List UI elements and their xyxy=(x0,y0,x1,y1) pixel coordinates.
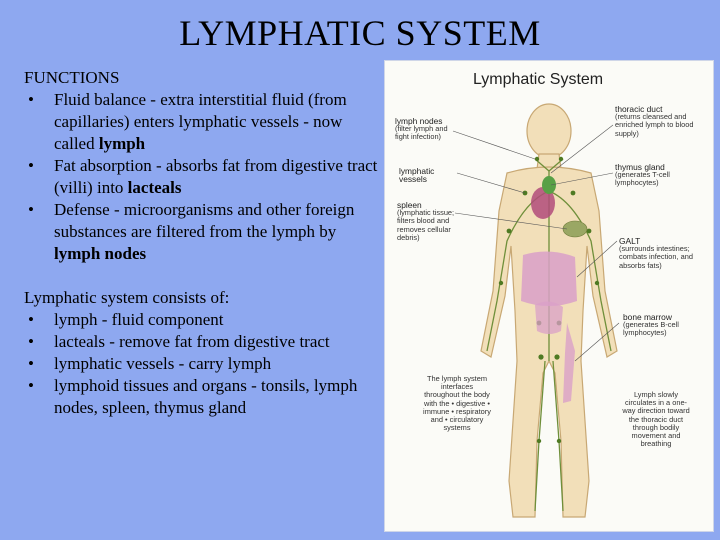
note-interfaces: The lymph system interfaces throughout t… xyxy=(423,374,491,433)
text-column: FUNCTIONS •Fluid balance - extra interst… xyxy=(24,67,382,419)
human-body-illustration xyxy=(452,103,620,518)
component-item: •lacteals - remove fat from digestive tr… xyxy=(28,332,330,351)
bullet-icon: • xyxy=(28,354,34,373)
note-lymph-flow: Lymph slowly circulates in a one-way dir… xyxy=(622,390,690,449)
component-item: •lymphoid tissues and organs - tonsils, … xyxy=(28,376,358,417)
consists-heading: Lymphatic system consists of: xyxy=(24,288,230,307)
bullet-icon: • xyxy=(28,200,34,219)
label-galt: GALT (surrounds intestines; combats infe… xyxy=(619,236,693,270)
figure-title: Lymphatic System xyxy=(473,71,604,88)
component-item: •lymph - fluid component xyxy=(28,310,224,329)
lymphatic-system-figure: Lymphatic System lymph nodes (filter lym… xyxy=(384,60,714,532)
label-lymph-nodes: lymph nodes (filter lymph and fight infe… xyxy=(395,116,448,142)
function-item-fluid-balance: •Fluid balance - extra interstitial flui… xyxy=(28,90,347,153)
bullet-icon: • xyxy=(28,310,34,329)
label-bone-marrow: bone marrow (generates B-cell lymphocyte… xyxy=(623,312,679,338)
label-spleen: spleen (lymphatic tissue; filters blood … xyxy=(397,200,455,242)
components-list: •lymph - fluid component •lacteals - rem… xyxy=(24,309,382,419)
bullet-icon: • xyxy=(28,156,34,175)
bullet-icon: • xyxy=(28,332,34,351)
bullet-icon: • xyxy=(28,376,34,395)
functions-list: •Fluid balance - extra interstitial flui… xyxy=(24,89,382,265)
function-item-fat-absorption: •Fat absorption - absorbs fat from diges… xyxy=(28,156,378,197)
label-lymphatic-vessels: lymphatic vessels xyxy=(399,166,435,185)
label-pointers xyxy=(452,124,620,362)
function-item-defense: •Defense - microorganisms and other fore… xyxy=(28,200,355,263)
slide-title: LYMPHATIC SYSTEM xyxy=(179,13,541,53)
functions-heading: FUNCTIONS xyxy=(24,68,120,87)
bullet-icon: • xyxy=(28,90,34,109)
label-thymus-gland: thymus gland (generates T-cell lymphocyt… xyxy=(615,162,670,188)
label-thoracic-duct: thoracic duct (returns cleansed and enri… xyxy=(615,104,694,138)
component-item: •lymphatic vessels - carry lymph xyxy=(28,354,272,373)
organs xyxy=(521,176,588,403)
